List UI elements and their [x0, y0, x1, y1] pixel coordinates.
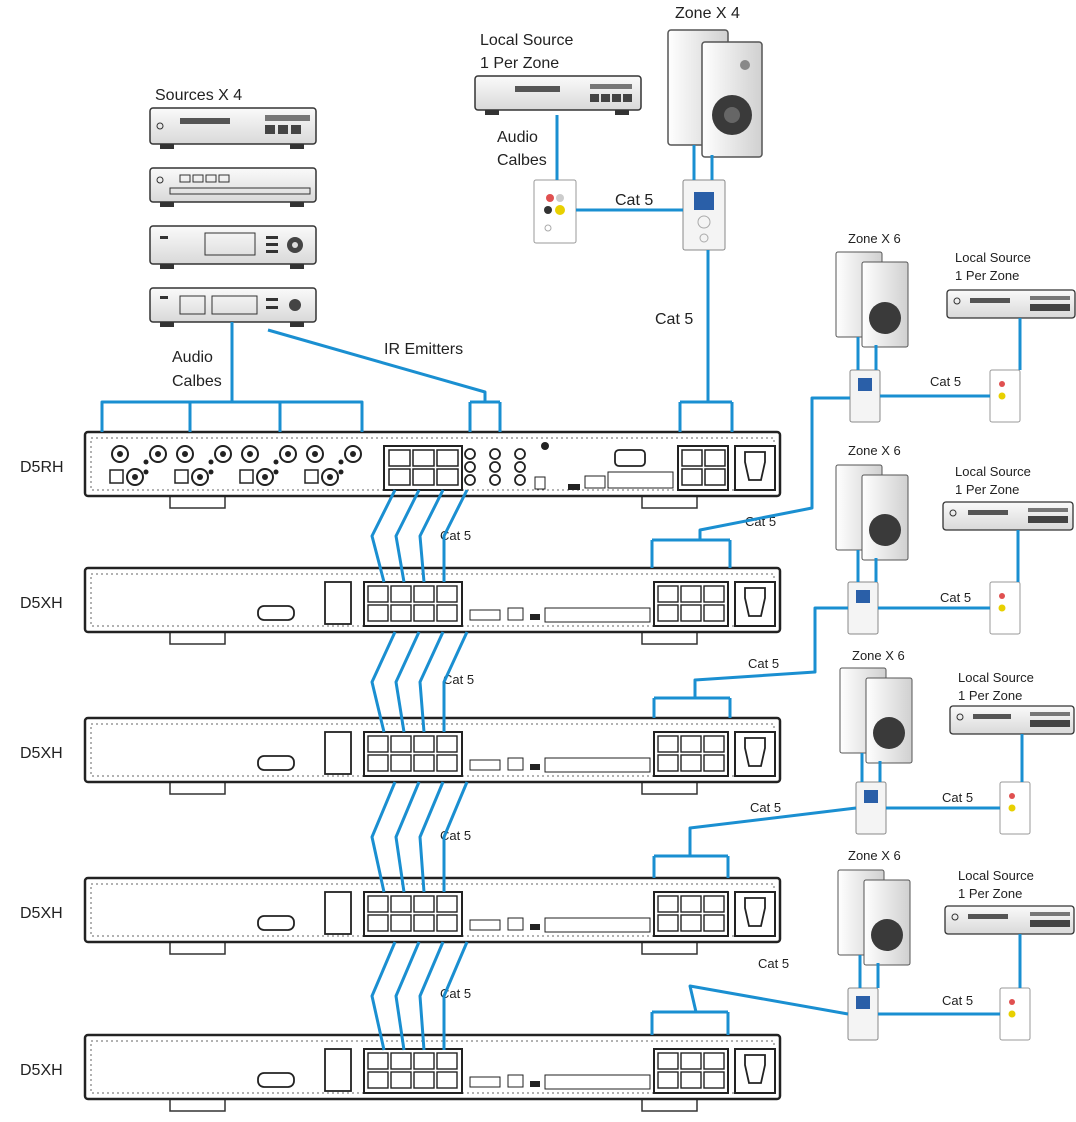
speaker-pair-side-2: [835, 464, 909, 561]
keypad-top: [682, 179, 726, 251]
ir-emitters-label: IR Emitters: [384, 341, 463, 358]
cat5-bus-4: [650, 984, 849, 1035]
unit-name-exp4: D5XH: [20, 1062, 63, 1079]
speaker-pair-top: [667, 29, 763, 158]
zone-side-label-2: Zone X 6: [848, 443, 901, 458]
source-device-4: [149, 287, 317, 327]
local-source-side-1: [946, 289, 1076, 319]
cat5-label-side-7: Cat 5: [942, 993, 973, 1008]
cat5-chain-3-1: [370, 781, 397, 893]
cat5-chain-1-4: [442, 489, 469, 582]
local-source-side-1-line2: 1 Per Zone: [955, 268, 1019, 283]
audio-cables-top-line1: Audio: [497, 129, 538, 146]
local-source-side-1-line1: Local Source: [955, 250, 1031, 265]
wall-plate-side-2: [989, 581, 1021, 635]
cat5-chain-1-3: [418, 489, 445, 583]
local-source-side-3: [949, 705, 1075, 735]
local-source-top: [474, 75, 642, 115]
sources-title: Sources X 4: [155, 87, 242, 104]
speaker-wire-side-2: [856, 550, 878, 582]
cat5-label-side-3: Cat 5: [940, 590, 971, 605]
unit-name-exp3: D5XH: [20, 905, 63, 922]
speaker-wire-side-1: [856, 337, 878, 370]
cat5-chain-4-1: [370, 941, 397, 1051]
wall-plate-side-3: [999, 781, 1031, 835]
keypad-side-4: [847, 987, 879, 1041]
rack-unit-exp1: D5XH: [20, 566, 782, 645]
local-source-side-4: [944, 905, 1075, 935]
local-source-side-4-line1: Local Source: [958, 868, 1034, 883]
rack-unit-exp2: D5XH: [20, 716, 782, 795]
cat5-chain-1-1: [370, 489, 397, 583]
speaker-pair-side-1: [835, 251, 909, 348]
unit-name-main: D5RH: [20, 459, 64, 476]
source-device-2: [149, 167, 317, 207]
wall-input-plate-top: [533, 179, 577, 244]
speaker-wire-side-3: [860, 753, 882, 782]
unit-name-exp1: D5XH: [20, 595, 63, 612]
cat5-chain-3-3: [418, 781, 445, 893]
rack-units: D5RH D5XH D5XH D5XH D5XH: [20, 430, 782, 1112]
cat5-label-side-5: Cat 5: [942, 790, 973, 805]
audio-cables-top-line2: Calbes: [497, 152, 547, 169]
wall-plate-side-4: [999, 987, 1031, 1041]
local-source-side-2-line1: Local Source: [955, 464, 1031, 479]
cat5-label-keypad: Cat 5: [615, 192, 653, 209]
zone-side-label-4: Zone X 6: [848, 848, 901, 863]
local-source-side-4-line2: 1 Per Zone: [958, 886, 1022, 901]
zone-side-label-1: Zone X 6: [848, 231, 901, 246]
cat5-bus-1: [650, 396, 850, 568]
cat5-chain-4-4: [442, 941, 469, 1050]
keypad-side-2: [847, 581, 879, 635]
cat5-label-side-8: Cat 5: [758, 956, 789, 971]
cat5-bus-3: [652, 806, 857, 878]
local-source-top-line1: Local Source: [480, 32, 573, 49]
cat5-label-vertical: Cat 5: [655, 311, 693, 328]
zone-side-label-3: Zone X 6: [852, 648, 905, 663]
cat5-label-side-6: Cat 5: [750, 800, 781, 815]
local-source-side-2: [942, 501, 1074, 531]
local-source-side-3-line2: 1 Per Zone: [958, 688, 1022, 703]
source-device-3: [149, 225, 317, 269]
speaker-pair-side-4: [837, 869, 911, 966]
speaker-wire-top: [692, 145, 714, 180]
rack-unit-exp4: D5XH: [20, 1033, 782, 1112]
cat5-chain-1-2: [394, 489, 421, 583]
local-source-side-3-line1: Local Source: [958, 670, 1034, 685]
cat5-chain-2-3: [418, 631, 445, 733]
wall-plate-side-1: [989, 369, 1021, 423]
cat5-chain-2-2: [394, 631, 421, 733]
local-source-side-2-line2: 1 Per Zone: [955, 482, 1019, 497]
source-device-1: [149, 107, 317, 149]
zone-top-label: Zone X 4: [675, 5, 740, 22]
audio-cables-main-line2: Calbes: [172, 373, 222, 390]
rack-unit-main: D5RH: [20, 430, 782, 509]
cat5-label-side-1: Cat 5: [930, 374, 961, 389]
cat5-keypad-to-main: [678, 250, 734, 432]
cat5-label-side-4: Cat 5: [748, 656, 779, 671]
speaker-wire-side-4: [858, 955, 880, 988]
cat5-chain-4-3: [418, 941, 445, 1051]
unit-name-exp2: D5XH: [20, 745, 63, 762]
keypad-side-3: [855, 781, 887, 835]
cat5-chain-3-4: [442, 781, 469, 892]
cat5-chain-2-1: [370, 631, 397, 733]
speaker-pair-side-3: [839, 667, 913, 764]
local-source-top-line2: 1 Per Zone: [480, 55, 559, 72]
cat5-chain-3-2: [394, 781, 421, 893]
audio-cable-bundle: [100, 322, 364, 432]
cat5-label-chain-2: Cat 5: [443, 672, 474, 687]
cat5-bus-2: [652, 606, 848, 718]
audio-cables-main-line1: Audio: [172, 349, 213, 366]
ir-emitter-cable: [267, 328, 502, 432]
cat5-chain-2-4: [442, 631, 469, 732]
rack-unit-exp3: D5XH: [20, 876, 782, 955]
keypad-side-1: [849, 369, 881, 423]
cables: [100, 115, 1024, 1051]
cat5-chain-4-2: [394, 941, 421, 1051]
